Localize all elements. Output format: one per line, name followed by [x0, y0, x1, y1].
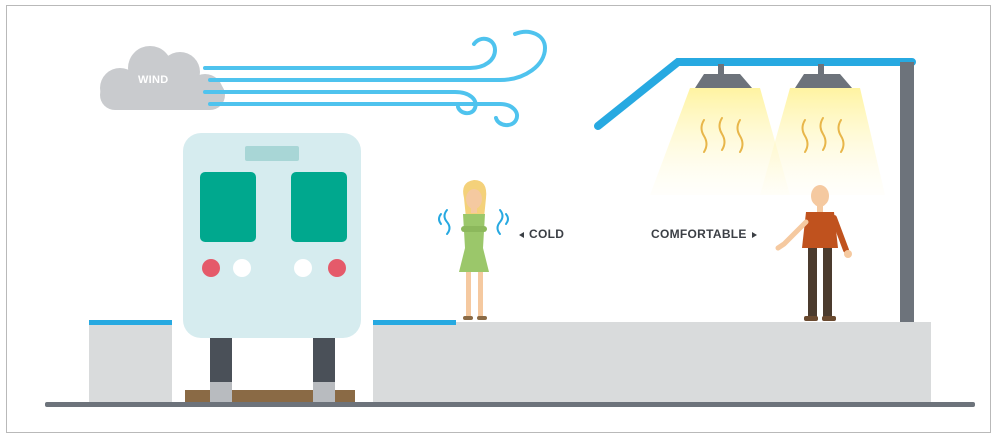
ground-line	[45, 402, 975, 407]
heat-lamp-icon	[650, 64, 885, 195]
wind-label: WIND	[138, 74, 169, 86]
comfortable-man-figure	[778, 185, 852, 321]
wind-gust-icon	[205, 32, 545, 125]
left-platform	[89, 320, 172, 402]
comfortable-callout: COMFORTABLE	[651, 227, 757, 241]
train-icon	[183, 133, 361, 402]
pointer-left-icon	[519, 232, 524, 238]
pointer-right-icon	[752, 232, 757, 238]
cold-callout: COLD	[519, 227, 564, 241]
comfortable-label: COMFORTABLE	[651, 227, 747, 241]
cold-woman-figure	[439, 180, 508, 320]
cold-label: COLD	[529, 227, 564, 241]
main-platform	[373, 320, 931, 402]
